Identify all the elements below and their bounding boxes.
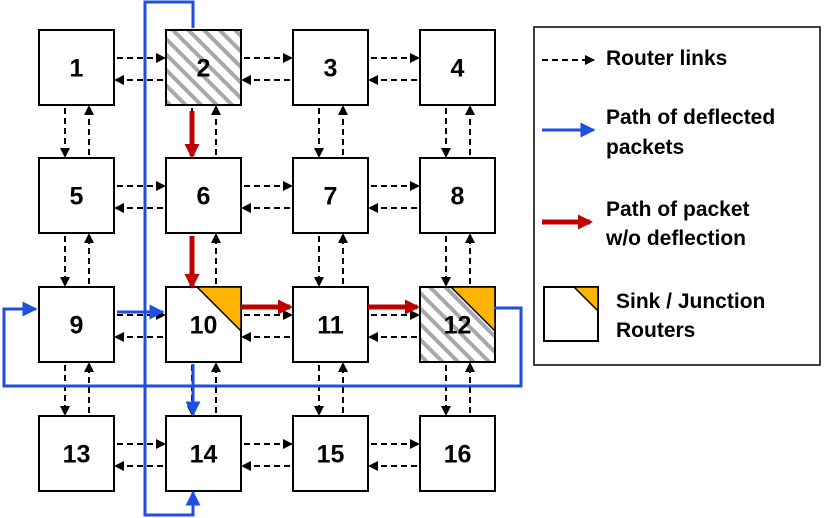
router-14: 14 [165, 415, 242, 492]
legend-direct-label-line2: w/o deflection [605, 227, 746, 250]
router-label: 16 [444, 441, 472, 469]
deflected-packet-path [2, 0, 523, 517]
router-label: 10 [190, 312, 218, 340]
router-label: 11 [317, 312, 344, 340]
router-label: 14 [190, 441, 218, 469]
router-13: 13 [38, 415, 115, 492]
router-2: 2 [165, 29, 242, 106]
router-box [38, 286, 115, 363]
legend-direct-label-line1: Path of packet [606, 198, 750, 221]
router-label: 12 [444, 312, 472, 340]
router-11: 11 [292, 286, 369, 363]
router-box [38, 29, 115, 106]
router-box [292, 415, 369, 492]
router-10: 10 [165, 286, 242, 363]
router-box [165, 157, 242, 234]
router-label: 5 [70, 183, 84, 211]
router-box [165, 415, 242, 492]
router-links [60, 53, 475, 471]
router-box [165, 29, 242, 106]
router-12: 12 [419, 286, 496, 363]
router-label: 7 [324, 183, 338, 211]
router-box [419, 29, 496, 106]
router-label: 8 [451, 183, 465, 211]
router-box [38, 415, 115, 492]
router-4: 4 [419, 29, 496, 106]
router-15: 15 [292, 415, 369, 492]
deflected-path-segment [2, 301, 523, 388]
router-label: 13 [63, 441, 91, 469]
router-box [419, 157, 496, 234]
router-5: 5 [38, 157, 115, 234]
router-label: 15 [317, 441, 345, 469]
router-9: 9 [38, 286, 115, 363]
direct-packet-path [184, 111, 420, 315]
legend: Router links Path of deflected packets P… [533, 26, 821, 366]
router-1: 1 [38, 29, 115, 106]
router-label: 1 [70, 55, 84, 83]
legend-router-links-label: Router links [606, 47, 727, 70]
router-box [38, 157, 115, 234]
legend-sink-label-line2: Routers [616, 319, 695, 342]
router-label: 3 [324, 55, 338, 83]
router-box [292, 29, 369, 106]
router-7: 7 [292, 157, 369, 234]
deflected-path-segment [143, 0, 201, 517]
router-box [292, 157, 369, 234]
router-box [419, 415, 496, 492]
router-3: 3 [292, 29, 369, 106]
router-box [292, 286, 369, 363]
legend-deflected-label-line2: packets [606, 136, 684, 159]
router-6: 6 [165, 157, 242, 234]
router-8: 8 [419, 157, 496, 234]
router-label: 9 [70, 312, 84, 340]
router-label: 4 [451, 55, 465, 83]
router-label: 6 [197, 183, 211, 211]
legend-junction-corner [572, 286, 599, 313]
legend-sink-label-line1: Sink / Junction [616, 290, 765, 313]
router-label: 2 [197, 55, 211, 83]
router-16: 16 [419, 415, 496, 492]
legend-deflected-label-line1: Path of deflected [606, 106, 775, 129]
